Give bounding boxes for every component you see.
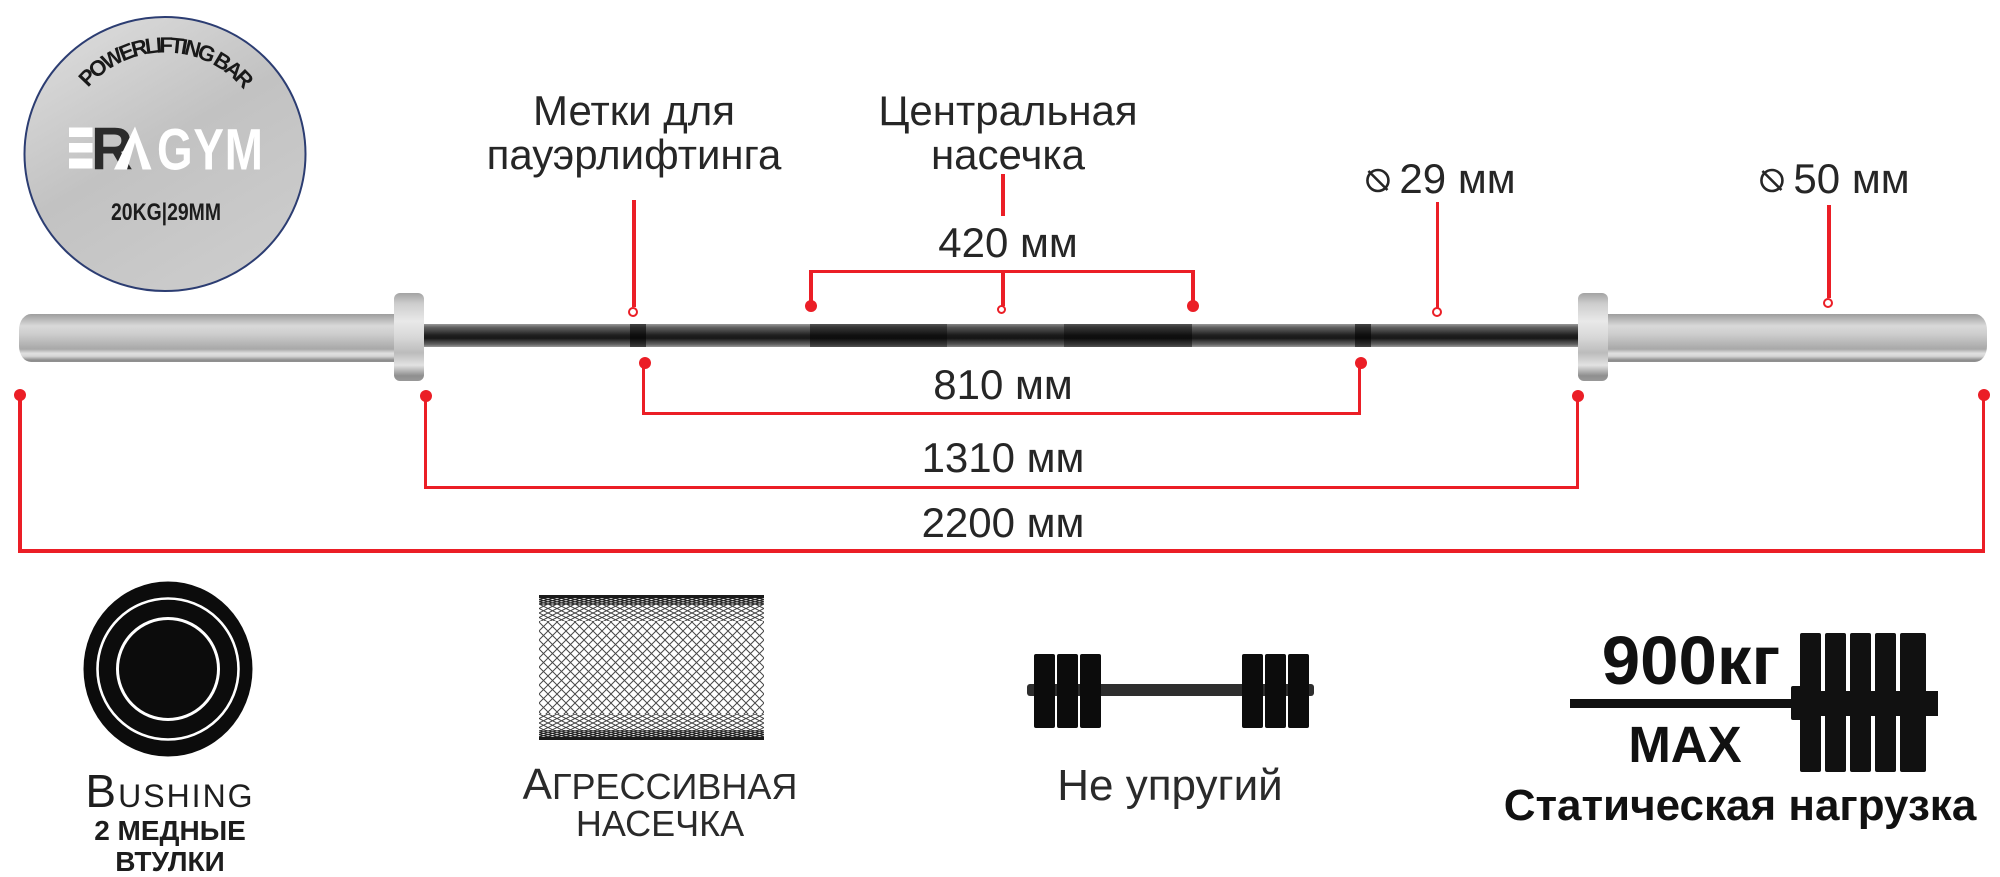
svg-text:20KG|29MM: 20KG|29MM	[111, 199, 221, 226]
svg-text:GYM: GYM	[157, 118, 264, 182]
